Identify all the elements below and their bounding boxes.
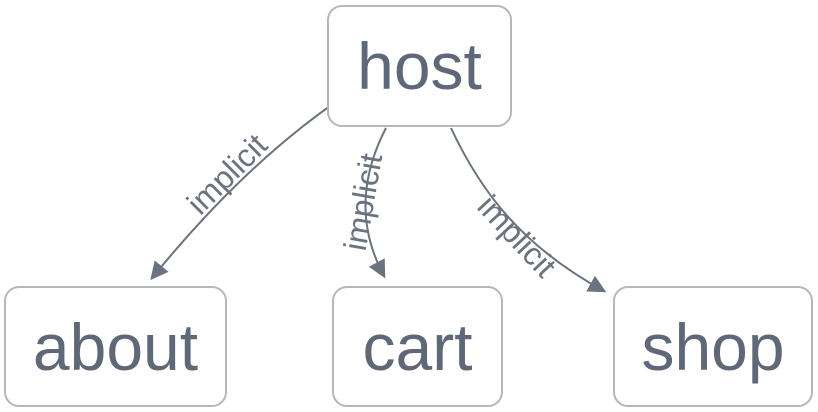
node-host: host <box>327 5 512 127</box>
node-about-label: about <box>32 309 199 384</box>
edge-label-host-shop: implicit <box>470 188 563 284</box>
node-shop-label: shop <box>641 309 785 384</box>
edge-host-cart <box>364 127 387 279</box>
edge-host-shop <box>450 127 607 293</box>
node-cart: cart <box>332 286 503 407</box>
edge-label-host-cart: implicit <box>337 151 389 254</box>
node-host-label: host <box>357 29 482 103</box>
node-about: about <box>4 286 227 407</box>
edge-host-about <box>150 105 331 281</box>
node-shop: shop <box>613 286 813 407</box>
edge-label-host-about: implicit <box>180 127 275 222</box>
node-cart-label: cart <box>362 309 473 384</box>
